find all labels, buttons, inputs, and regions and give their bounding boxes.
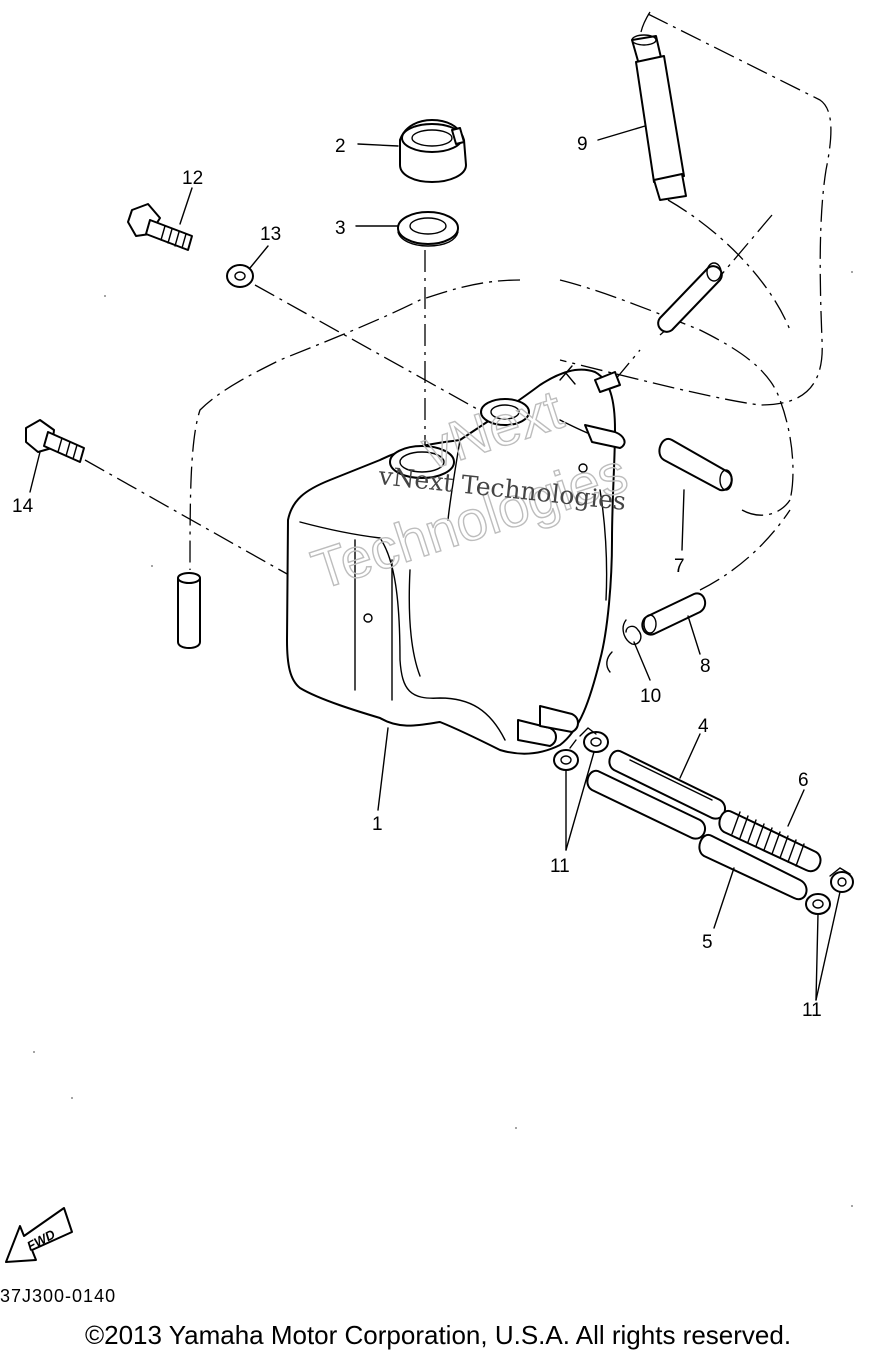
callout-leaders	[29, 125, 841, 1001]
hose-short-upper	[657, 262, 723, 333]
diagram-reference-code: 37J300-0140	[0, 1286, 117, 1306]
fwd-label: FWD	[24, 1226, 58, 1253]
hose-9	[631, 34, 687, 201]
callout-11-right: 11	[802, 1000, 822, 1021]
callout-4: 4	[698, 716, 709, 737]
hose-8	[641, 592, 707, 636]
hose-4	[608, 749, 727, 820]
copyright-notice: ©2013 Yamaha Motor Corporation, U.S.A. A…	[84, 1320, 792, 1350]
callout-13: 13	[260, 224, 281, 245]
callout-9: 9	[577, 134, 588, 155]
hose-7	[658, 437, 733, 492]
callout-11-left: 11	[550, 856, 570, 877]
scan-specks	[33, 271, 853, 1207]
callout-numbers: 2 3 9 12 13 14 1 7 8 10 4 6 5 11 11	[12, 134, 822, 1021]
filler-cap	[399, 119, 467, 183]
callout-6: 6	[798, 770, 809, 791]
callout-10: 10	[640, 686, 661, 707]
grommet-left	[177, 572, 201, 649]
callout-14: 14	[12, 496, 34, 517]
clamps-11-right	[805, 867, 854, 915]
washer-13	[226, 264, 254, 288]
callout-5: 5	[702, 932, 713, 953]
callout-8: 8	[700, 656, 711, 677]
callout-12: 12	[182, 168, 203, 189]
oil-tank-body	[286, 365, 626, 755]
cap-gasket	[397, 211, 459, 247]
hose-5	[586, 769, 808, 901]
bolt-14	[25, 419, 85, 463]
spring-6	[718, 809, 822, 873]
clamps-11-left	[553, 727, 609, 771]
bolt-12	[127, 203, 193, 251]
fwd-arrow-icon: FWD	[5, 1207, 73, 1263]
callout-3: 3	[335, 218, 346, 239]
callout-2: 2	[335, 136, 346, 157]
clip-10	[622, 619, 642, 645]
callout-1: 1	[372, 814, 383, 835]
callout-7: 7	[674, 556, 685, 577]
